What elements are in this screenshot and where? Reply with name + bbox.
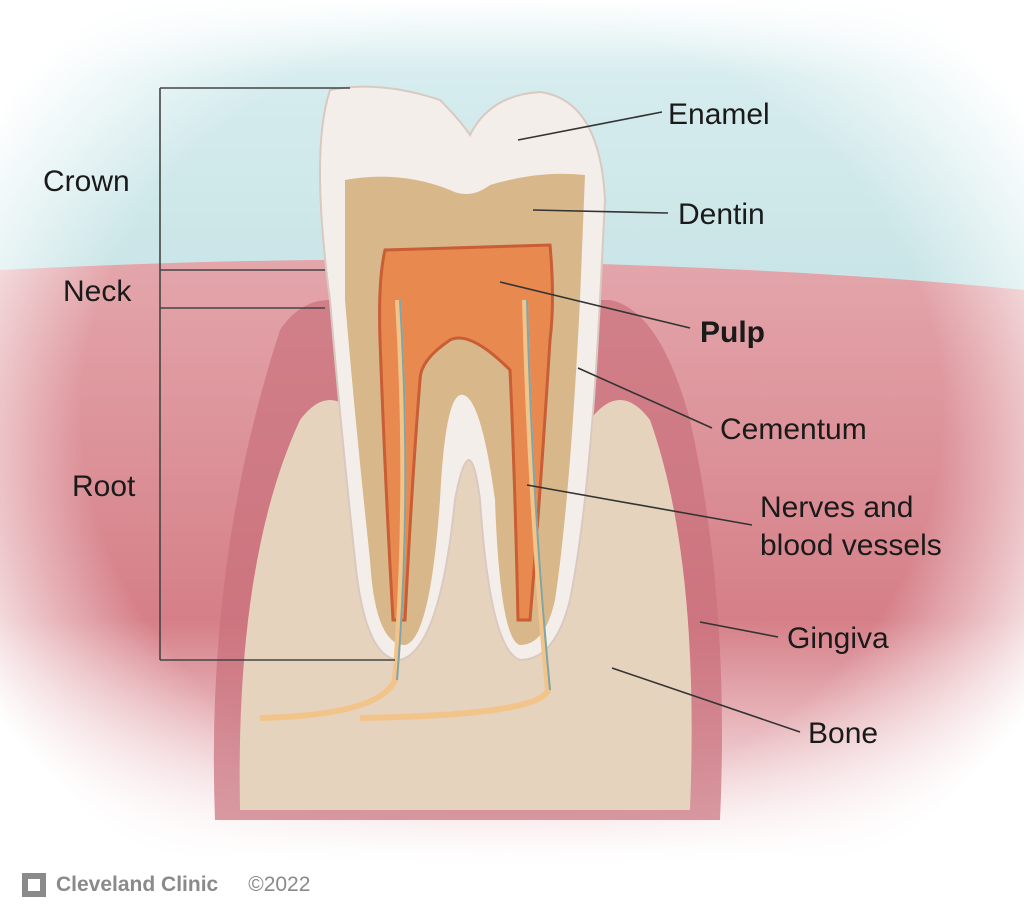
cementum-leader — [577, 367, 713, 429]
label-bone: Bone — [808, 717, 878, 750]
gingiva-leader — [699, 621, 779, 638]
label-cementum: Cementum — [720, 413, 867, 446]
pulp — [378, 243, 554, 622]
label-root: Root — [72, 470, 136, 503]
brand-name: Cleveland Clinic — [56, 873, 219, 896]
pulp-leader — [499, 281, 691, 329]
dentin-leader — [532, 209, 669, 214]
label-gingiva: Gingiva — [787, 622, 889, 655]
bone-leader — [611, 667, 801, 733]
footer: Cleveland Clinic ©2022 — [22, 873, 310, 897]
nerve-vessel — [359, 299, 552, 721]
label-enamel: Enamel — [668, 98, 770, 131]
cleveland-clinic-logo-icon — [22, 873, 46, 897]
label-nerves-line2: blood vessels — [760, 529, 942, 562]
enamel-leader — [517, 111, 663, 141]
label-dentin: Dentin — [678, 198, 765, 231]
region-bracket — [159, 87, 395, 661]
label-neck: Neck — [63, 275, 132, 308]
copyright: ©2022 — [248, 873, 311, 896]
label-crown: Crown — [43, 165, 130, 198]
nerves-leader — [526, 484, 753, 526]
label-nerves-line1: Nerves and — [760, 491, 913, 524]
nerve-vessel — [259, 299, 407, 721]
label-pulp: Pulp — [700, 316, 765, 349]
